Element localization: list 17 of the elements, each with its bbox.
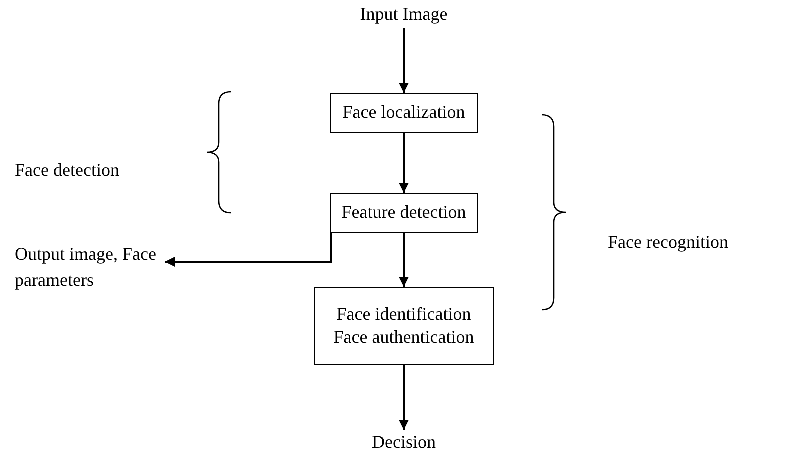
node-label: Output image, Face parameters xyxy=(15,243,158,292)
arrow xyxy=(399,28,409,93)
box-label: Face authentication xyxy=(334,326,474,349)
process-box xyxy=(330,193,478,233)
arrow xyxy=(165,233,332,267)
arrow xyxy=(399,133,409,193)
box-label: Face localization xyxy=(342,101,466,124)
brace-label: Face recognition xyxy=(608,232,728,253)
box-label: Feature detection xyxy=(342,201,466,224)
box-label: Face identification xyxy=(336,302,472,326)
process-box xyxy=(330,93,478,133)
node-label: Input Image xyxy=(360,3,448,26)
arrow xyxy=(399,233,409,287)
process-box xyxy=(314,287,494,365)
brace-label: Face detection xyxy=(15,160,120,181)
arrow xyxy=(399,365,409,430)
node-label: Decision xyxy=(372,431,436,454)
